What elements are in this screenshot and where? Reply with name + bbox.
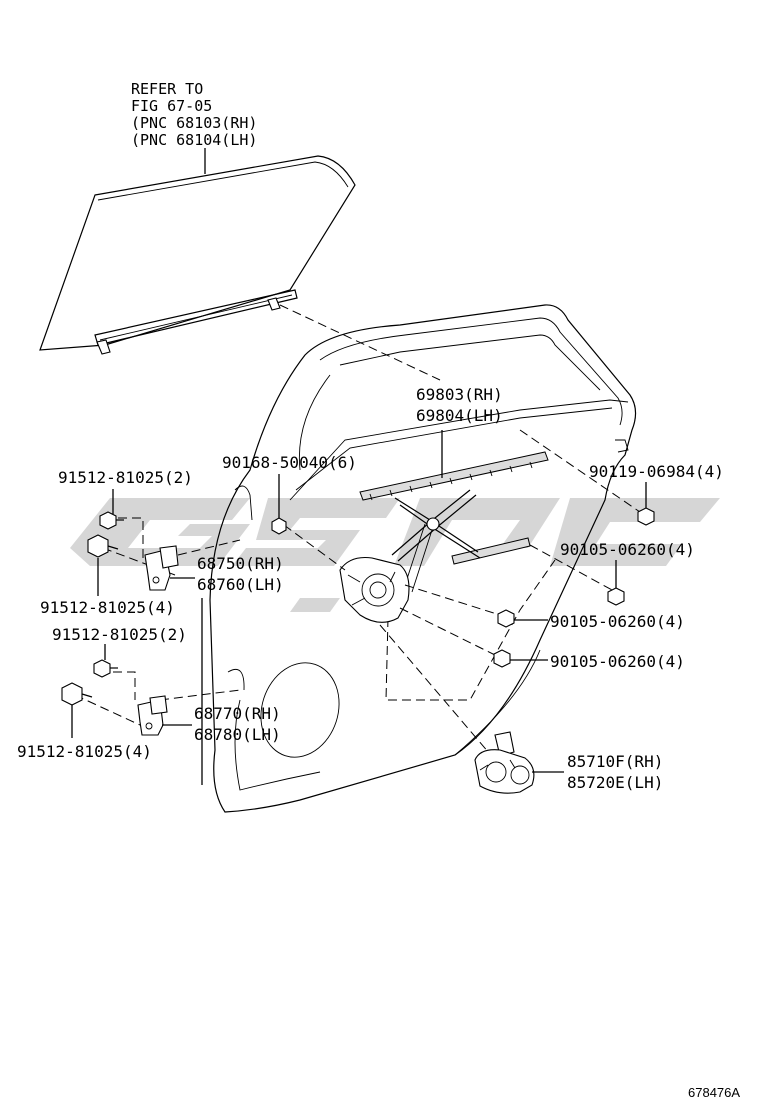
bolt-icon (271, 517, 287, 535)
watermark-logo (70, 498, 720, 612)
reference-line-2: FIG 67-05 (131, 97, 212, 115)
label-bolt-91512-upper-large: 91512-81025(4) (40, 598, 175, 617)
label-hinge-upper-rh: 68750(RH) (197, 554, 284, 573)
bolt-icon (493, 649, 511, 668)
label-bolt-90105-c: 90105-06260(4) (550, 652, 685, 671)
label-bolt-90168: 90168-50040(6) (222, 453, 357, 472)
bolt-icon (607, 587, 625, 606)
bolt-icon (87, 534, 119, 558)
service-opening (385, 559, 556, 701)
label-hinge-upper-lh: 68760(LH) (197, 575, 284, 594)
label-bolt-90105-a: 90105-06260(4) (560, 540, 695, 559)
label-run-channel-lh: 69804(LH) (416, 406, 503, 425)
reference-line-1: REFER TO (131, 80, 203, 98)
label-bolt-91512-lower-small: 91512-81025(2) (52, 625, 187, 644)
assembly-lines (74, 304, 641, 761)
door-panel (209, 304, 637, 813)
regulator-mechanism (339, 556, 410, 623)
reference-note: REFER TO FIG 67-05 (PNC 68103(RH) (PNC 6… (131, 80, 257, 149)
bolt-icon (93, 659, 118, 678)
label-motor-rh: 85710F(RH) (567, 752, 663, 771)
label-hinge-lower-rh: 68770(RH) (194, 704, 281, 723)
label-bolt-90105-b: 90105-06260(4) (550, 612, 685, 631)
speaker-opening (260, 662, 340, 758)
reference-line-3: (PNC 68103(RH) (131, 114, 257, 132)
label-bolt-91512-upper-small: 91512-81025(2) (58, 468, 193, 487)
lower-hinge (137, 695, 168, 736)
leader-lines (71, 430, 647, 785)
label-bolt-90119: 90119-06984(4) (589, 462, 724, 481)
bolt-icon (99, 511, 124, 530)
bolt-icon (61, 682, 93, 706)
label-motor-lh: 85720E(LH) (567, 773, 663, 792)
reference-line-4: (PNC 68104(LH) (131, 131, 257, 149)
upper-hinge (144, 545, 179, 591)
label-bolt-91512-lower-large: 91512-81025(4) (17, 742, 152, 761)
bolt-icon (637, 507, 655, 526)
regulator-rail (359, 451, 549, 593)
label-run-channel-rh: 69803(RH) (416, 385, 503, 404)
label-hinge-lower-lh: 68780(LH) (194, 725, 281, 744)
door-glass (39, 155, 356, 355)
figure-number: 678476A (688, 1085, 740, 1100)
bolt-icon (497, 609, 515, 628)
window-motor (474, 731, 535, 794)
